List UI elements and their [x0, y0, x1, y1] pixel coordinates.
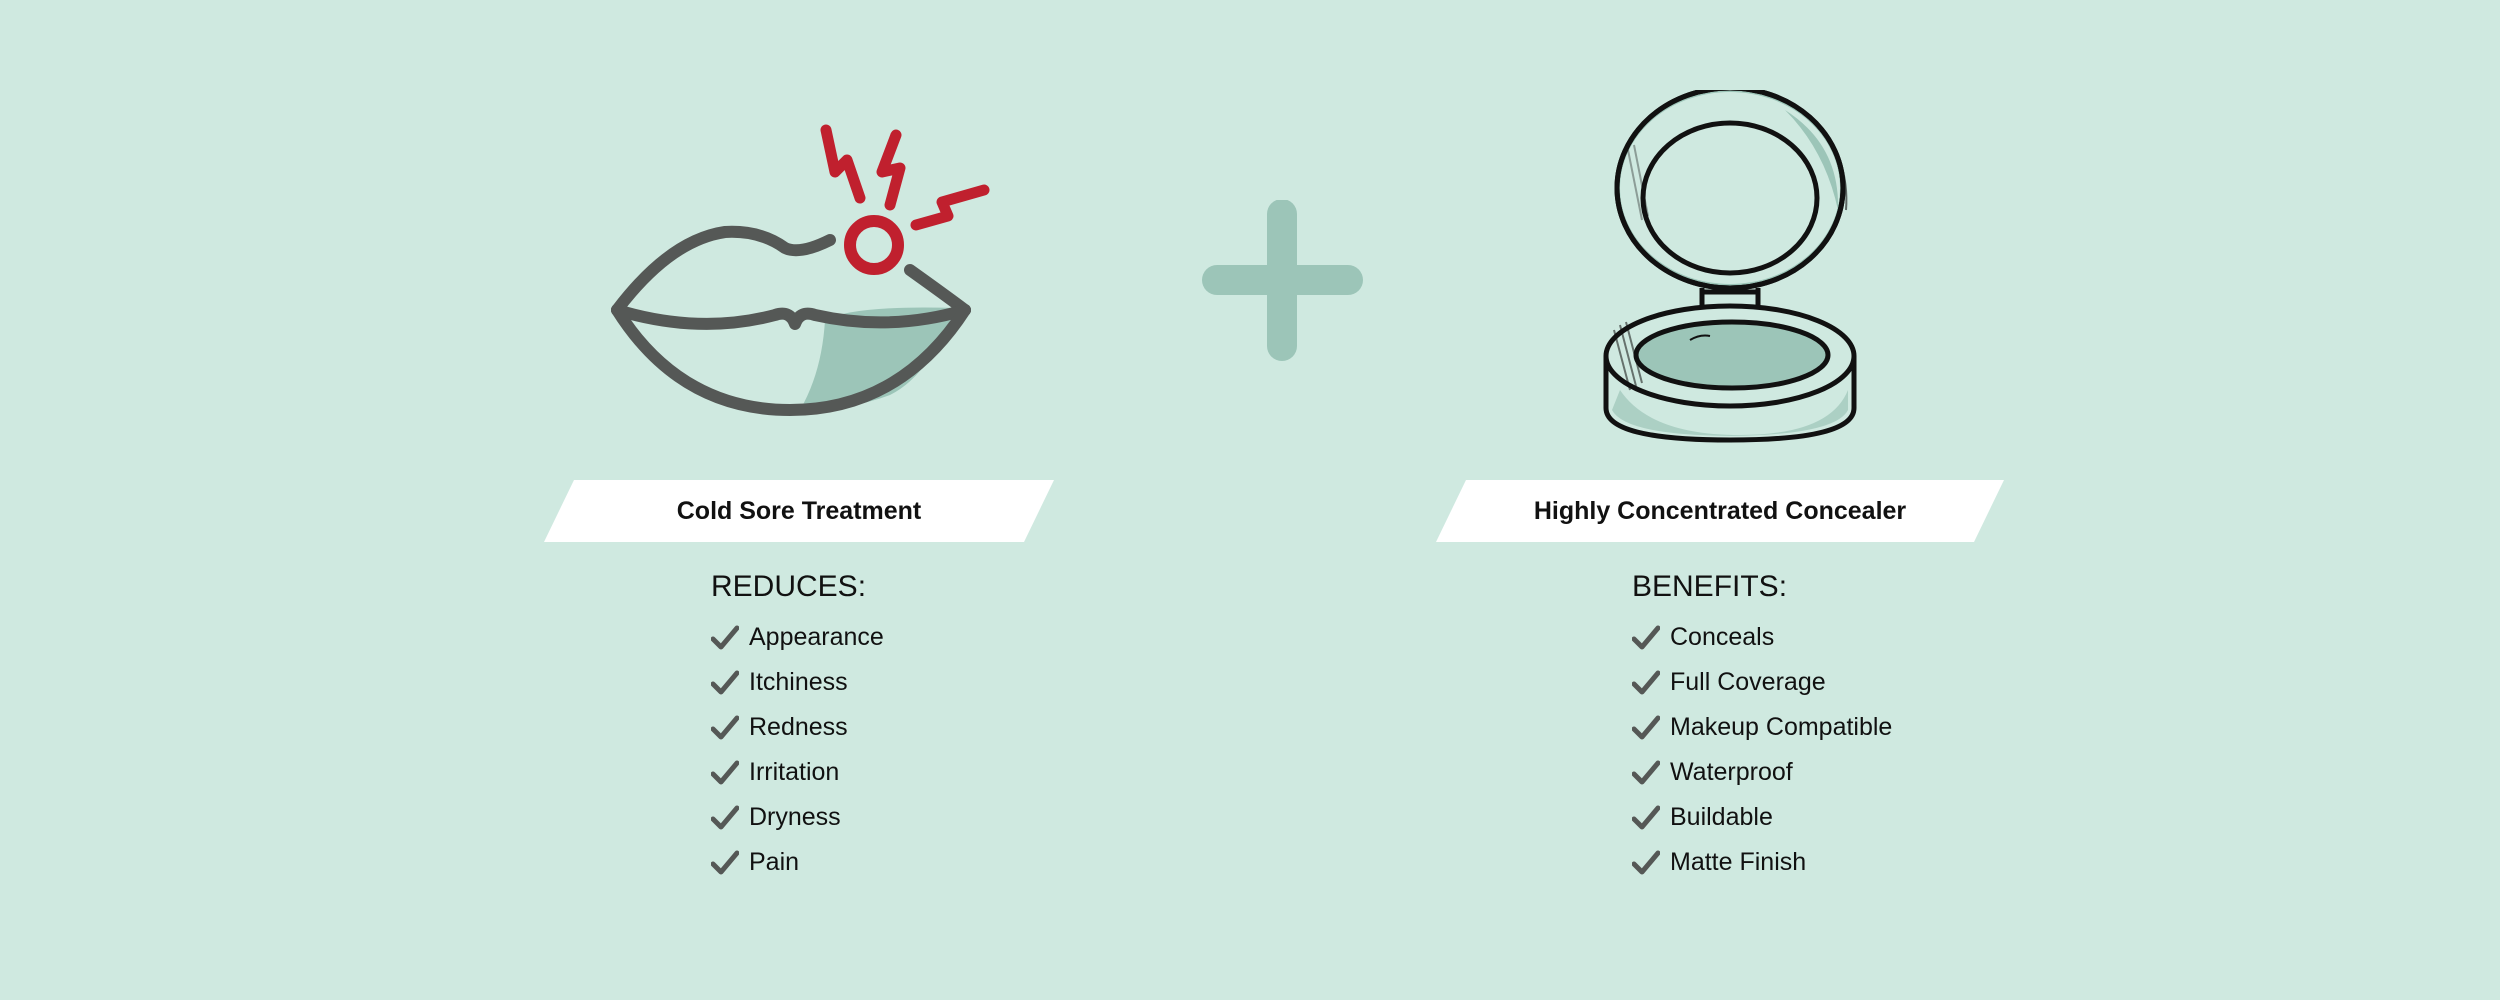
lips-cold-sore-icon	[611, 124, 990, 416]
benefits-heading: BENEFITS:	[1632, 570, 1788, 603]
reduces-heading: REDUCES:	[711, 570, 867, 603]
list-item-label: Redness	[749, 713, 848, 741]
benefits-list: Conceals Full Coverage Makeup Compatible…	[1632, 615, 1892, 885]
plus-icon	[1202, 200, 1363, 361]
list-item-label: Itchiness	[749, 668, 848, 696]
cold-sore-treatment-title: Cold Sore Treatment	[676, 496, 922, 525]
list-item: Waterproof	[1632, 750, 1892, 795]
concealer-title: Highly Concentrated Concealer	[1533, 496, 1907, 525]
checkmark-icon	[711, 670, 739, 694]
checkmark-icon	[711, 850, 739, 874]
list-item: Dryness	[711, 795, 884, 840]
list-item-label: Buildable	[1670, 803, 1773, 831]
list-item: Full Coverage	[1632, 660, 1892, 705]
list-item: Irritation	[711, 750, 884, 795]
list-item-label: Pain	[749, 848, 800, 876]
list-item: Buildable	[1632, 795, 1892, 840]
checkmark-icon	[711, 715, 739, 739]
checkmark-icon	[1632, 625, 1660, 649]
cold-sore-treatment-banner: Cold Sore Treatment	[544, 480, 1054, 542]
list-item-label: Matte Finish	[1670, 848, 1807, 876]
checkmark-icon	[1632, 670, 1660, 694]
compact-concealer-icon	[1603, 90, 1857, 443]
checkmark-icon	[711, 625, 739, 649]
list-item: Itchiness	[711, 660, 884, 705]
checkmark-icon	[711, 760, 739, 784]
checkmark-icon	[1632, 715, 1660, 739]
checkmark-icon	[1632, 850, 1660, 874]
checkmark-icon	[1632, 805, 1660, 829]
reduces-list: Appearance Itchiness Redness Irritation …	[711, 615, 884, 885]
list-item-label: Full Coverage	[1670, 668, 1826, 696]
checkmark-icon	[711, 805, 739, 829]
list-item-label: Waterproof	[1670, 758, 1793, 786]
list-item-label: Irritation	[749, 758, 840, 786]
benefits-section: BENEFITS: Conceals Full Coverage Makeup …	[1632, 567, 1892, 885]
list-item-label: Makeup Compatible	[1670, 713, 1893, 741]
list-item-label: Conceals	[1670, 623, 1775, 651]
list-item: Makeup Compatible	[1632, 705, 1892, 750]
list-item: Redness	[711, 705, 884, 750]
checkmark-icon	[1632, 760, 1660, 784]
concealer-banner: Highly Concentrated Concealer	[1436, 480, 2004, 542]
list-item-label: Appearance	[749, 623, 884, 651]
reduces-section: REDUCES: Appearance Itchiness Redness Ir…	[711, 567, 884, 885]
list-item-label: Dryness	[749, 803, 841, 831]
list-item: Pain	[711, 840, 884, 885]
list-item: Matte Finish	[1632, 840, 1892, 885]
list-item: Conceals	[1632, 615, 1892, 660]
list-item: Appearance	[711, 615, 884, 660]
